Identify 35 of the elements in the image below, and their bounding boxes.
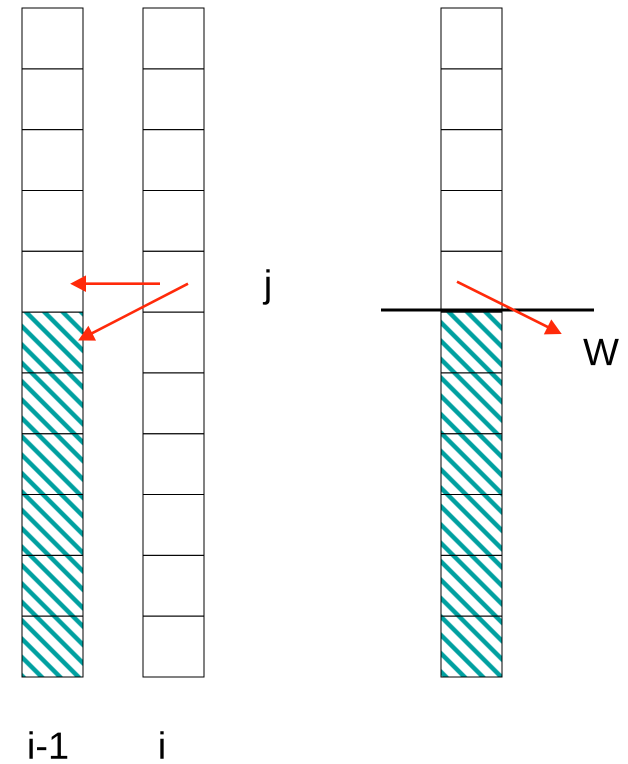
hatched-cell bbox=[440, 494, 502, 556]
hatched-cell bbox=[22, 554, 84, 617]
empty-cell bbox=[22, 190, 84, 252]
empty-cell bbox=[440, 68, 502, 130]
empty-cell bbox=[142, 372, 204, 434]
empty-cell bbox=[142, 616, 204, 678]
hatched-cell bbox=[22, 494, 84, 556]
hatched-cell bbox=[440, 616, 502, 678]
hatched-cell bbox=[22, 312, 84, 374]
empty-cell bbox=[142, 554, 204, 617]
item-label: j bbox=[262, 269, 270, 305]
empty-cell bbox=[22, 8, 84, 70]
empty-cell bbox=[142, 250, 204, 313]
hatched-cell bbox=[440, 312, 502, 374]
hatched-cell bbox=[440, 372, 502, 434]
empty-cell bbox=[22, 68, 84, 130]
empty-cell bbox=[142, 8, 204, 70]
empty-cell bbox=[142, 68, 204, 130]
empty-cell bbox=[440, 129, 502, 191]
hatched-cell bbox=[22, 616, 84, 678]
hatched-cell bbox=[22, 372, 84, 434]
empty-cell bbox=[440, 190, 502, 252]
hatched-cell bbox=[440, 433, 502, 496]
hatched-cell bbox=[22, 433, 84, 496]
empty-cell bbox=[440, 8, 502, 70]
empty-cell bbox=[142, 190, 204, 252]
capacity-label: W bbox=[583, 338, 619, 366]
empty-cell bbox=[142, 312, 204, 374]
hatched-cell bbox=[440, 554, 502, 617]
column-label: i-1 bbox=[29, 731, 68, 759]
empty-cell bbox=[22, 129, 84, 191]
column-label: i bbox=[160, 731, 164, 759]
empty-cell bbox=[142, 433, 204, 496]
empty-cell bbox=[142, 129, 204, 191]
empty-cell bbox=[142, 494, 204, 556]
